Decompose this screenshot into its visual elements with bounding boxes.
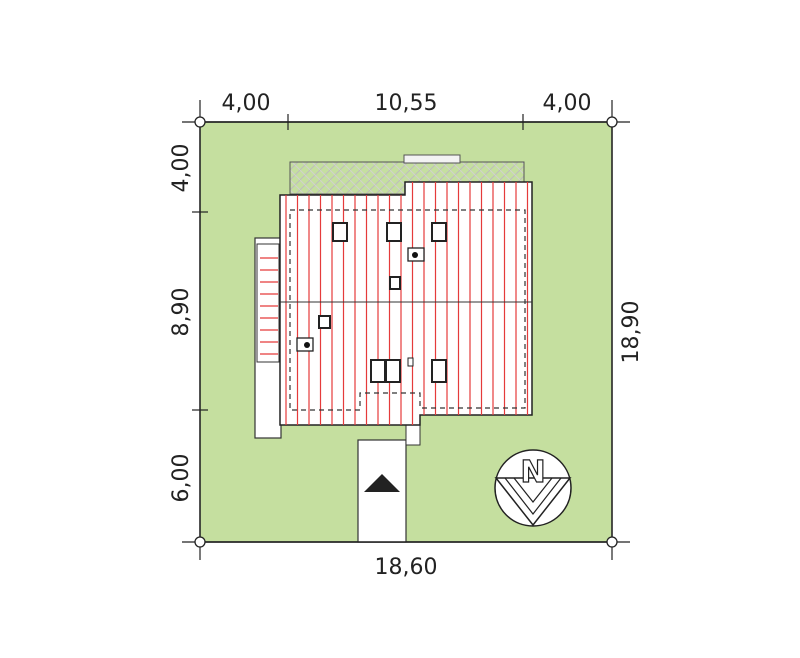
dimension-lines — [182, 100, 630, 560]
balcony-stripes — [260, 257, 278, 355]
roof-window — [385, 359, 401, 383]
roof-window — [386, 222, 402, 242]
dim-right: 18,90 — [619, 301, 644, 364]
balcony-left — [256, 243, 280, 363]
chimneys — [296, 247, 425, 352]
roof-vent — [407, 357, 414, 367]
dim-left-bottom: 6,00 — [169, 454, 194, 503]
dim-bottom: 18,60 — [375, 555, 438, 580]
roof-window — [431, 359, 447, 383]
dim-top-middle: 10,55 — [375, 91, 438, 116]
roof-window — [318, 315, 331, 329]
dim-left-middle: 8,90 — [169, 288, 194, 337]
entrance-arrow-icon — [364, 474, 400, 492]
roof-window — [332, 222, 348, 242]
dimension-nodes — [194, 116, 618, 548]
roof-window — [389, 276, 401, 290]
compass-letter: N — [520, 455, 545, 490]
dim-top-right: 4,00 — [543, 91, 592, 116]
roof — [279, 181, 533, 426]
north-arrow-icon: N — [494, 449, 572, 527]
roof-window — [431, 222, 447, 242]
chimney-ridge — [403, 154, 461, 164]
roof-windows — [318, 222, 447, 383]
dim-left-top: 4,00 — [169, 144, 194, 193]
roof-window — [370, 359, 386, 383]
dim-top-left: 4,00 — [222, 91, 271, 116]
porch-step — [405, 424, 421, 446]
